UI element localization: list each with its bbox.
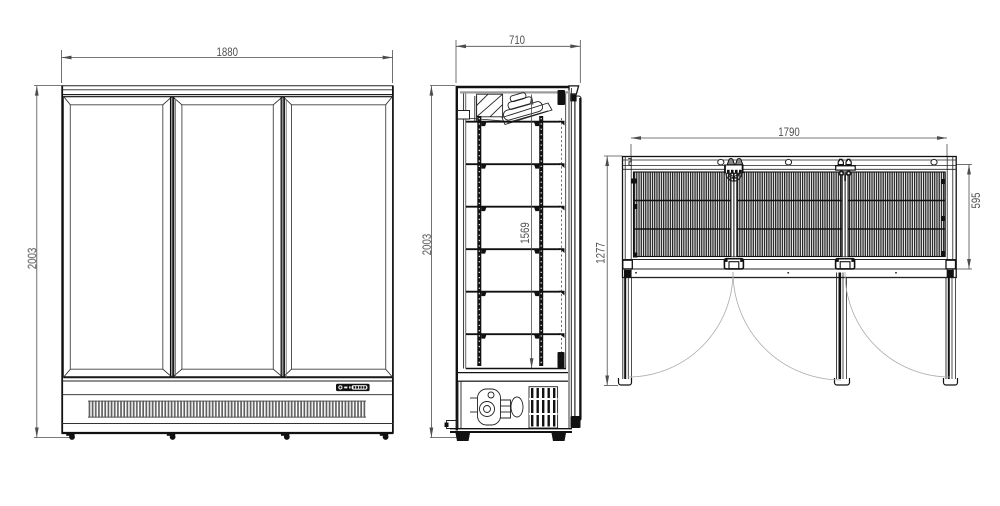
svg-text:2003: 2003	[420, 234, 434, 256]
svg-text:1880: 1880	[217, 45, 239, 59]
svg-text:1790: 1790	[778, 125, 800, 139]
svg-text:1569: 1569	[518, 222, 532, 244]
svg-text:595: 595	[969, 192, 983, 208]
svg-text:2003: 2003	[25, 248, 39, 270]
svg-text:710: 710	[509, 33, 525, 47]
svg-text:1277: 1277	[594, 242, 608, 264]
